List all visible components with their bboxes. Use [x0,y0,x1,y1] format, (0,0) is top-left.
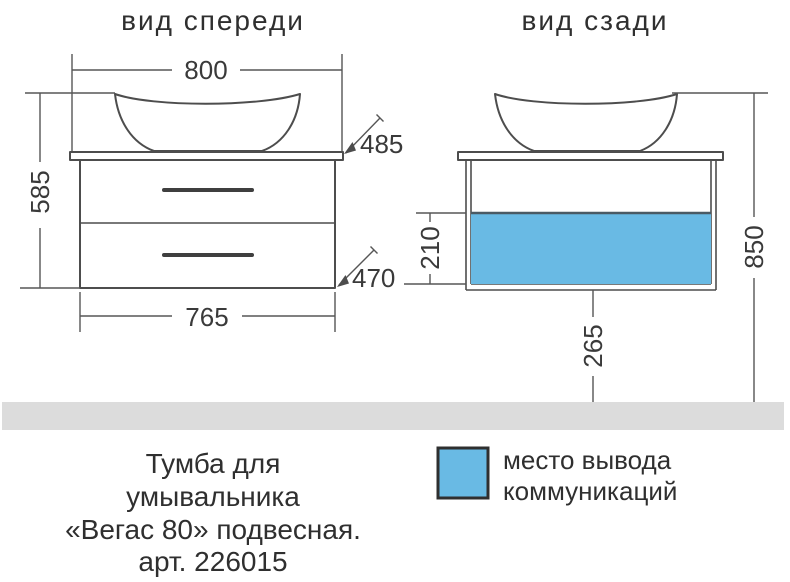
dim-label-470: 470 [352,263,395,293]
front-dim-585: 585 [20,92,115,289]
product-caption: Тумба для умывальника «Вегас 80» подвесн… [65,448,361,577]
legend-text-line2: коммуникаций [503,476,677,506]
front-view-title: вид спереди [121,5,305,36]
dim-label-800: 800 [184,55,227,85]
drawer-handle-top [162,188,254,192]
front-view: вид спереди 800 [20,5,403,332]
front-sink-bowl [114,93,301,152]
front-dim-470: 470 [337,246,395,293]
caption-line1: Тумба для [146,448,281,479]
rear-dim-265: 265 [578,290,608,402]
dim-label-585: 585 [25,170,55,213]
front-dim-800: 800 [71,54,343,152]
front-dim-485: 485 [344,114,403,159]
dim-label-850: 850 [739,225,769,268]
dim-label-485: 485 [360,129,403,159]
caption-line4: арт. 226015 [138,546,287,577]
legend-swatch [436,446,490,500]
rear-dim-210: 210 [404,212,466,285]
rear-dim-850: 850 [672,92,769,402]
rear-view-title: вид сзади [521,5,668,36]
front-cabinet [79,159,336,289]
drawer-handle-bottom [162,253,254,257]
legend-text-line1: место вывода [503,445,672,475]
dim-label-265: 265 [578,324,608,367]
front-dim-765: 765 [79,292,336,332]
rear-view: вид сзади 210 [404,5,769,402]
caption-line2: умывальника [126,481,300,512]
communications-area [471,213,711,284]
dim-label-765: 765 [185,302,228,332]
rear-sink-bowl [494,93,678,152]
front-countertop [69,151,344,161]
caption-line3: «Вегас 80» подвесная. [65,514,361,545]
floor-band [2,402,784,430]
rear-countertop [457,151,724,161]
dim-label-210: 210 [415,226,445,269]
legend: место вывода коммуникаций [436,445,677,506]
